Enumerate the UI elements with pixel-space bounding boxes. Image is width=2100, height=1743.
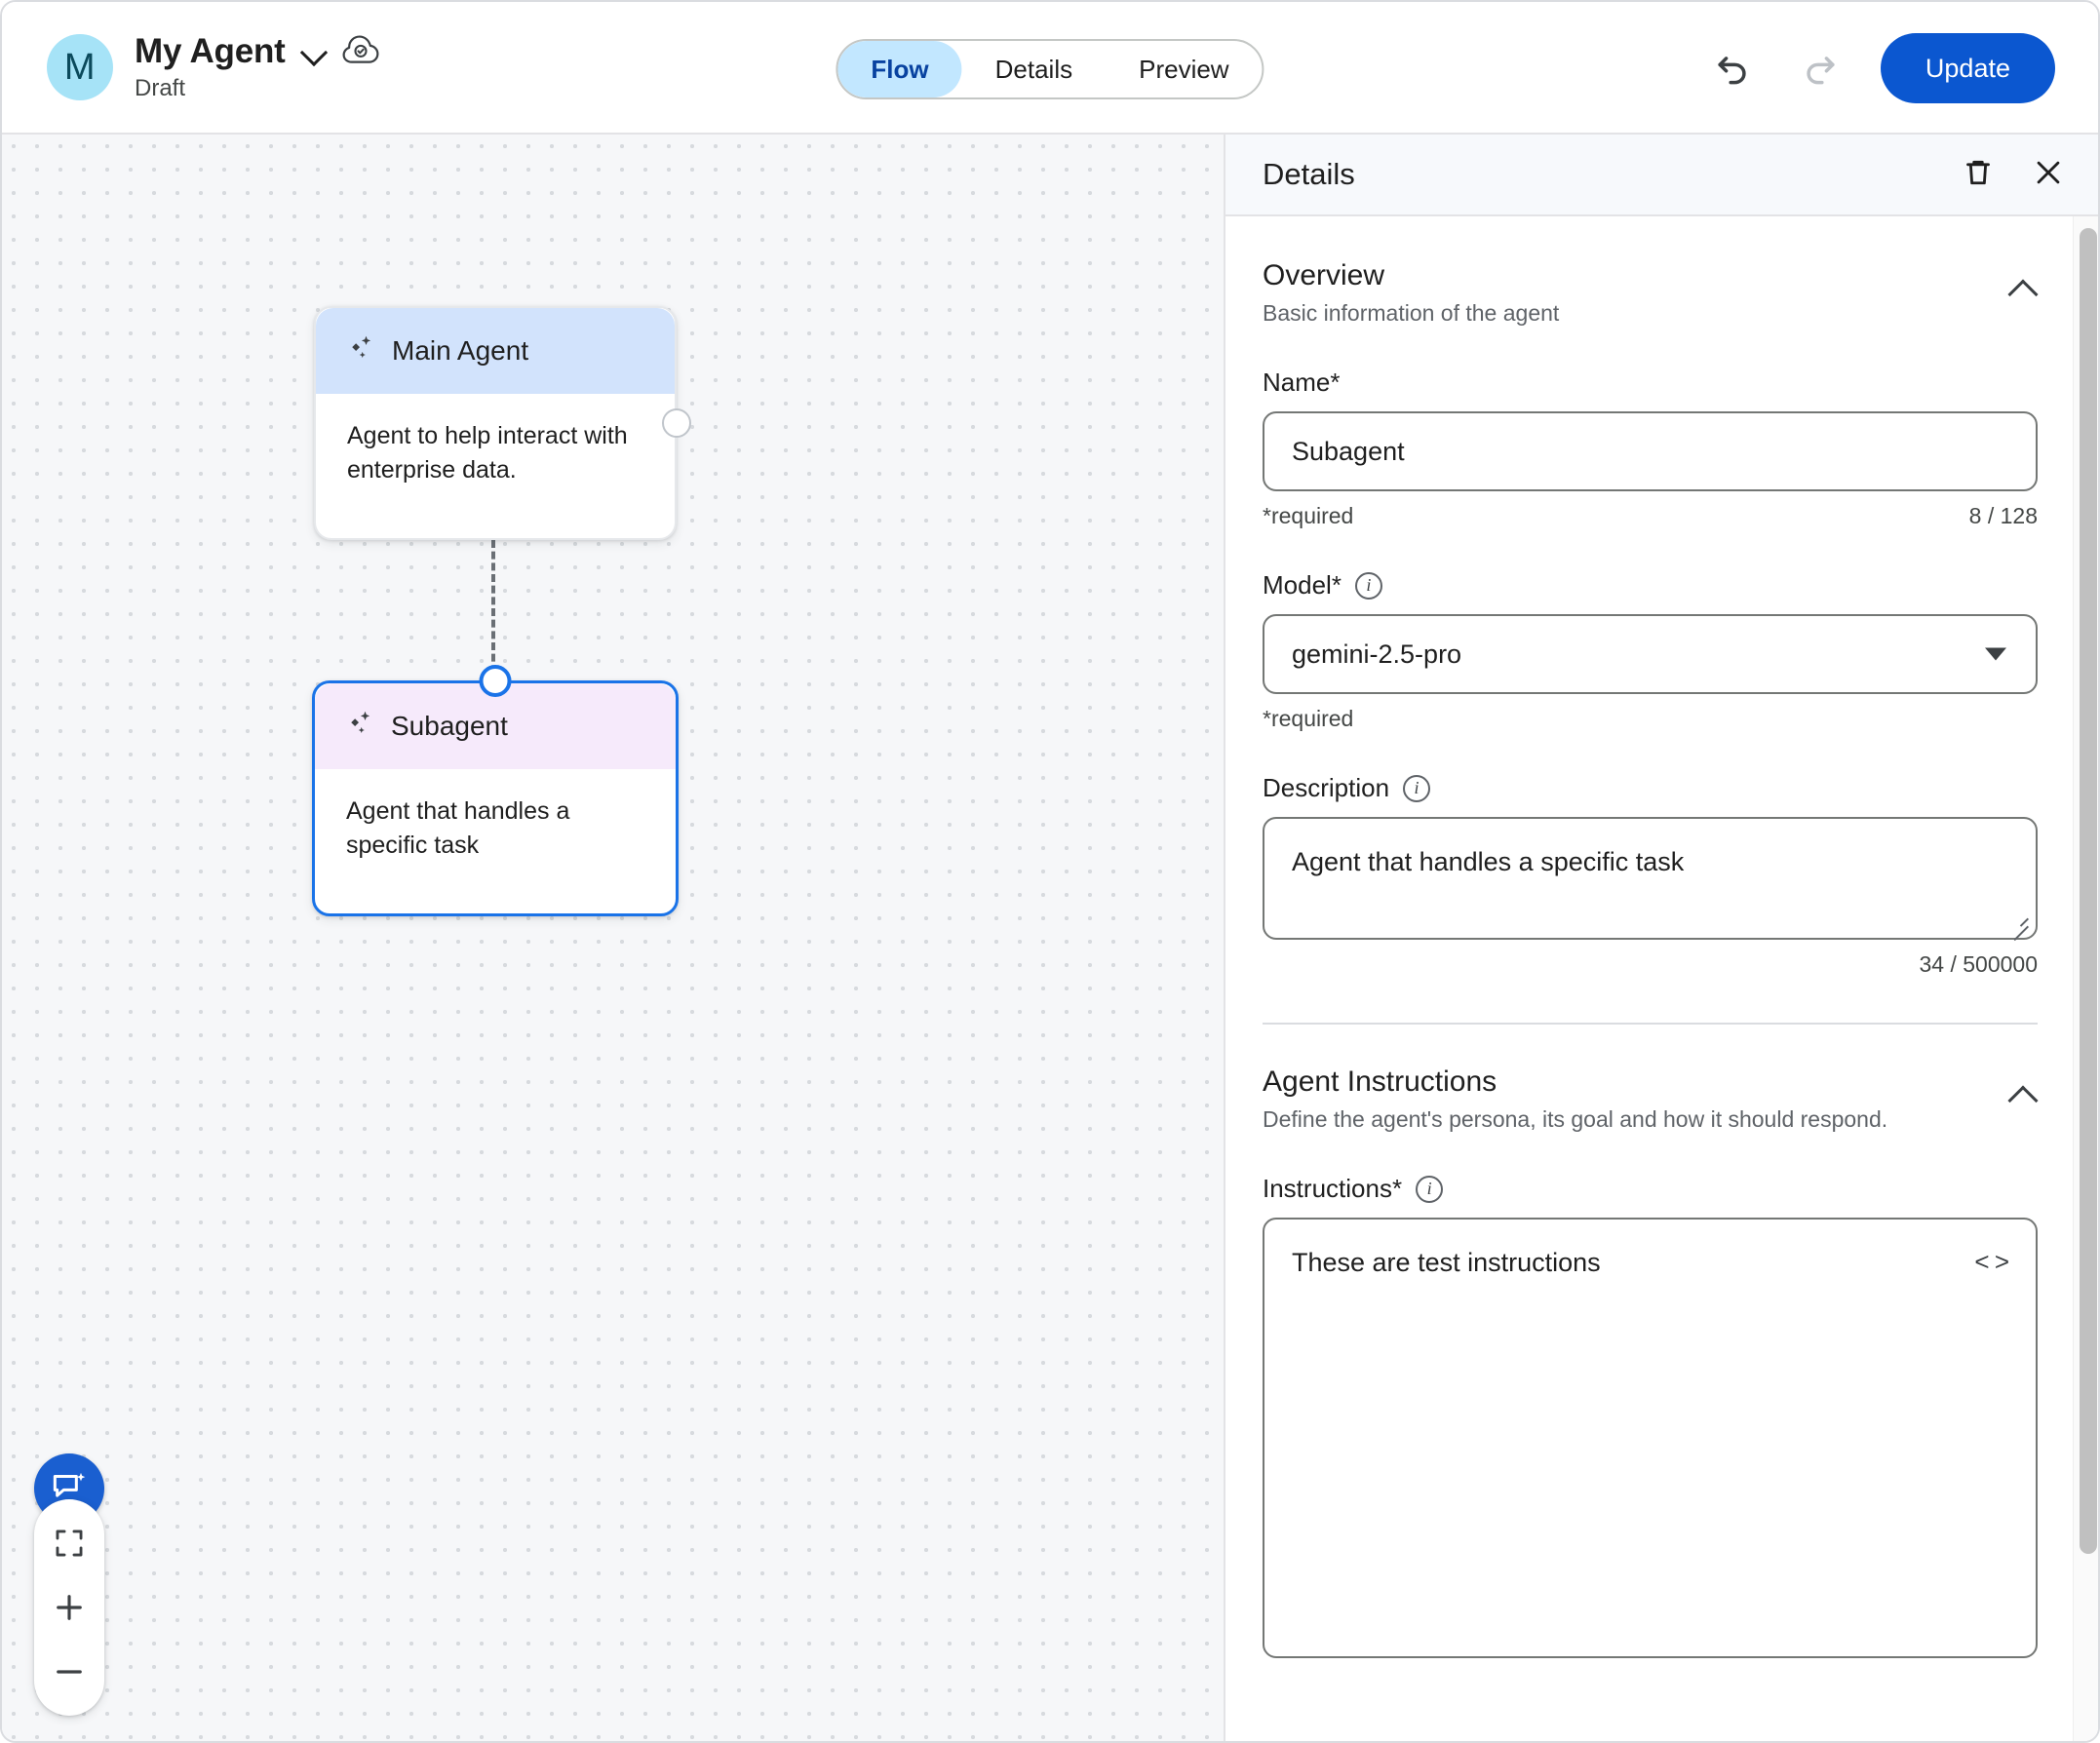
agent-title-block: My Agent Draft (135, 32, 379, 102)
node-subagent-description: Agent that handles a specific task (346, 797, 570, 859)
zoom-out-icon[interactable] (42, 1645, 97, 1699)
close-icon[interactable] (2032, 156, 2065, 194)
name-label-row: Name* (1263, 368, 2038, 398)
description-label: Description (1263, 773, 1390, 802)
description-counter: 34 / 500000 (1919, 951, 2038, 977)
description-value: Agent that handles a specific task (1292, 847, 1685, 876)
overview-section-header[interactable]: Overview Basic information of the agent (1263, 259, 2038, 327)
scrollbar-thumb[interactable] (2080, 228, 2097, 1554)
trash-icon[interactable] (1962, 156, 1995, 194)
instructions-value: These are test instructions (1292, 1248, 1601, 1277)
details-panel-actions (1962, 156, 2065, 194)
info-icon[interactable]: i (1354, 571, 1382, 600)
instructions-textarea[interactable]: These are test instructions < > (1263, 1218, 2038, 1658)
model-required-note: *required (1263, 706, 1354, 731)
page-title: My Agent (135, 32, 286, 70)
edge-main-to-subagent (491, 540, 495, 684)
fit-to-screen-icon[interactable] (42, 1516, 97, 1570)
flow-canvas[interactable]: Main Agent Agent to help interact with e… (2, 135, 1224, 1741)
model-label-row: Model* i (1263, 570, 2038, 600)
top-bar-actions: Update (1705, 2, 2055, 135)
node-subagent-title: Subagent (391, 711, 508, 741)
overview-title: Overview (1263, 259, 1385, 291)
description-helper-row: 34 / 500000 (1263, 951, 2038, 978)
overview-section-text: Overview Basic information of the agent (1263, 259, 2008, 327)
instructions-field-group: Instructions* i These are test instructi… (1263, 1174, 2038, 1658)
details-panel-scrollbar[interactable] (2073, 216, 2098, 1741)
node-subagent[interactable]: Subagent Agent that handles a specific t… (312, 665, 679, 916)
agent-brand: M My Agent Draft (47, 32, 379, 102)
code-brackets-icon[interactable]: < > (1974, 1247, 2009, 1276)
view-tabs: Flow Details Preview (836, 39, 1264, 99)
agent-instructions-section-text: Agent Instructions Define the agent's pe… (1263, 1065, 2008, 1133)
dropdown-arrow-icon (1985, 647, 2006, 661)
model-select[interactable]: gemini-2.5-pro (1263, 614, 2038, 694)
name-input[interactable] (1263, 411, 2038, 491)
node-main-agent[interactable]: Main Agent Agent to help interact with e… (314, 306, 691, 540)
node-main-agent-header: Main Agent (316, 308, 675, 394)
sparkle-icon (347, 333, 376, 369)
chevron-up-icon[interactable] (2008, 1081, 2038, 1110)
node-main-agent-inner: Main Agent Agent to help interact with e… (316, 308, 675, 538)
details-panel: Details O (1224, 135, 2098, 1741)
instructions-label: Instructions* (1263, 1174, 1403, 1203)
sparkle-icon (346, 709, 375, 745)
node-input-handle[interactable] (479, 665, 512, 697)
avatar: M (47, 34, 113, 100)
name-helper-row: *required 8 / 128 (1263, 503, 2038, 529)
zoom-in-icon[interactable] (42, 1580, 97, 1635)
top-bar: M My Agent Draft Flow D (2, 2, 2098, 135)
node-subagent-header: Subagent (315, 683, 676, 769)
canvas-zoom-controls (34, 1499, 104, 1716)
resize-handle-icon[interactable] (2007, 910, 2029, 931)
agent-instructions-title: Agent Instructions (1263, 1065, 1497, 1098)
tab-preview[interactable]: Preview (1139, 54, 1229, 84)
model-label: Model* (1263, 570, 1342, 600)
details-panel-title: Details (1263, 157, 1355, 191)
undo-icon[interactable] (1705, 41, 1760, 96)
description-field-group: Description i Agent that handles a speci… (1263, 773, 2038, 978)
name-field-group: Name* *required 8 / 128 (1263, 368, 2038, 529)
model-helper-row: *required (1263, 706, 2038, 732)
cloud-saved-icon (342, 34, 379, 69)
name-label: Name* (1263, 368, 1341, 397)
tab-flow[interactable]: Flow (837, 41, 962, 97)
agent-instructions-section-header[interactable]: Agent Instructions Define the agent's pe… (1263, 1065, 2038, 1133)
model-field-group: Model* i gemini-2.5-pro *required (1263, 570, 2038, 732)
chevron-down-icon[interactable] (301, 39, 327, 64)
chevron-up-icon[interactable] (2008, 275, 2038, 304)
status-badge: Draft (135, 75, 186, 101)
node-main-agent-description: Agent to help interact with enterprise d… (347, 422, 628, 484)
info-icon[interactable]: i (1403, 774, 1431, 802)
section-divider (1263, 1023, 2038, 1025)
tab-details[interactable]: Details (994, 54, 1073, 84)
agent-instructions-subtitle: Define the agent's persona, its goal and… (1263, 1106, 1888, 1132)
node-output-handle[interactable] (662, 408, 691, 438)
info-icon[interactable]: i (1416, 1175, 1444, 1203)
node-subagent-inner: Subagent Agent that handles a specific t… (315, 683, 676, 913)
name-counter: 8 / 128 (1968, 503, 2038, 528)
update-button[interactable]: Update (1880, 33, 2055, 103)
node-main-agent-title: Main Agent (392, 335, 529, 366)
description-label-row: Description i (1263, 773, 2038, 803)
agent-title-row: My Agent (135, 32, 379, 71)
description-textarea[interactable]: Agent that handles a specific task (1263, 817, 2038, 940)
details-panel-body: Overview Basic information of the agent … (1225, 216, 2075, 1741)
name-required-note: *required (1263, 503, 1354, 528)
model-select-value: gemini-2.5-pro (1292, 639, 1462, 669)
overview-subtitle: Basic information of the agent (1263, 300, 1560, 326)
details-panel-header: Details (1225, 135, 2098, 216)
redo-icon[interactable] (1793, 41, 1847, 96)
instructions-label-row: Instructions* i (1263, 1174, 2038, 1204)
